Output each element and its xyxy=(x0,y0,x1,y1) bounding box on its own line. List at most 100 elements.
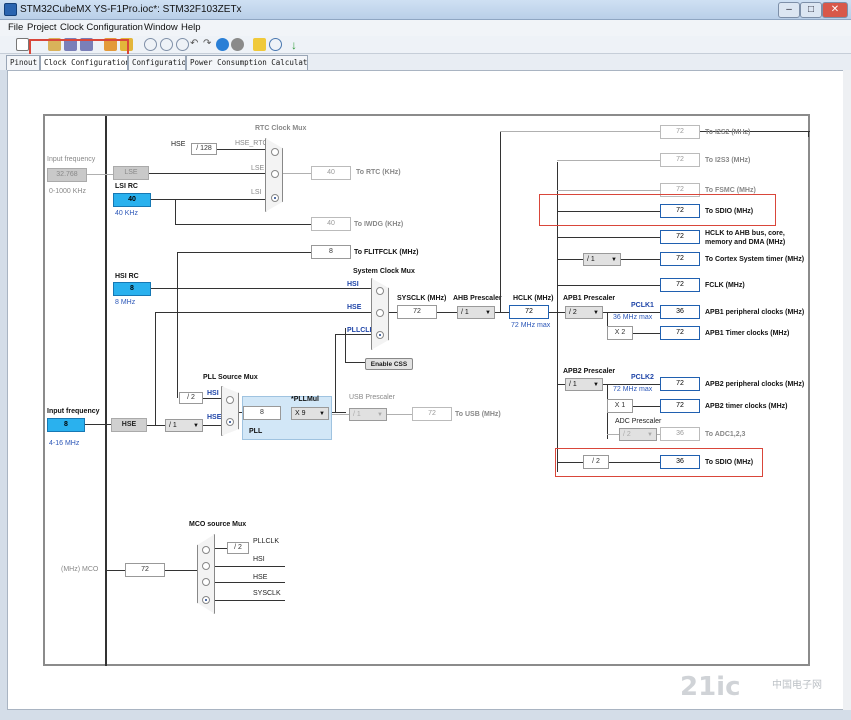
sys-mux-pllclk-label: PLLCLK xyxy=(347,327,375,334)
new-icon[interactable] xyxy=(16,38,29,51)
usb-prescaler-select[interactable]: / 1▼ xyxy=(349,408,387,421)
pll-multiplier-value: X 9 xyxy=(295,410,306,417)
lse-frequency-input[interactable]: 32.768 xyxy=(47,168,87,182)
clock-tree-diagram: Input frequency 32.768 0-1000 KHz LSE LS… xyxy=(43,114,810,666)
hclk-input[interactable]: 72 xyxy=(509,305,549,319)
apb2-timer-label: APB2 timer clocks (MHz) xyxy=(705,403,788,410)
reset-icon[interactable] xyxy=(216,38,229,51)
usb-prescaler-label: USB Prescaler xyxy=(349,394,395,401)
apb2-prescaler-value: / 1 xyxy=(569,381,577,388)
pclk2-label: PCLK2 xyxy=(631,374,654,381)
menu-window[interactable]: Window xyxy=(144,22,178,33)
sdio-line xyxy=(557,211,660,212)
lsi-box: 40 xyxy=(113,193,151,207)
rtc-mux-lsi-radio[interactable] xyxy=(271,194,279,202)
pll-hsi-divider: / 2 xyxy=(179,392,203,404)
fclk-output: 72 xyxy=(660,278,700,292)
pll-mux-hse-radio[interactable] xyxy=(226,418,234,426)
cortex-prescaler-select[interactable]: / 1▼ xyxy=(583,253,621,266)
rtc-mux-hse-radio[interactable] xyxy=(271,148,279,156)
zoom-fit-icon[interactable] xyxy=(176,38,189,51)
report-icon[interactable] xyxy=(120,38,133,51)
vertical-scrollbar[interactable] xyxy=(843,70,851,710)
tab-power-consumption[interactable]: Power Consumption Calculator xyxy=(186,55,308,70)
mco-hse-radio[interactable] xyxy=(202,578,210,586)
right-vline xyxy=(557,162,558,472)
tab-pinout[interactable]: Pinout xyxy=(6,55,40,70)
open-icon[interactable] xyxy=(48,38,61,51)
ahb-prescaler-select[interactable]: / 1▼ xyxy=(457,306,495,319)
generate-icon[interactable] xyxy=(104,38,117,51)
hclk-ahb-label-2: memory and DMA (MHz) xyxy=(705,239,786,246)
hse-in-line xyxy=(85,424,111,425)
hsi-line xyxy=(151,288,371,289)
menu-bar: File Project Clock Configuration Window … xyxy=(0,20,851,36)
tab-configuration[interactable]: Configuration xyxy=(128,55,186,70)
mco-div2: / 2 xyxy=(227,542,249,554)
sys-mux-hsi-radio[interactable] xyxy=(376,287,384,295)
chevron-down-icon: ▼ xyxy=(647,432,653,438)
title-bar: STM32CubeMX YS-F1Pro.ioc*: STM32F103ZETx… xyxy=(0,0,851,20)
pll-mux-hsi-radio[interactable] xyxy=(226,396,234,404)
menu-help[interactable]: Help xyxy=(181,22,201,33)
lsi-unit: 40 KHz xyxy=(115,210,138,217)
save-icon[interactable] xyxy=(64,38,77,51)
stop-icon[interactable] xyxy=(231,38,244,51)
tab-clock-configuration[interactable]: Clock Configuration xyxy=(40,55,128,70)
hse-prescaler-select[interactable]: / 1▼ xyxy=(165,419,203,432)
i2s3-output: 72 xyxy=(660,153,700,167)
adc-prescaler-label: ADC Prescaler xyxy=(615,418,662,425)
mco-pllclk-label: PLLCLK xyxy=(253,538,280,545)
css-line xyxy=(345,362,365,363)
adc-prescaler-select[interactable]: / 2 ▼ xyxy=(619,428,657,441)
lse-box: LSE xyxy=(113,166,149,180)
pll-multiplier-select[interactable]: X 9▼ xyxy=(291,407,329,420)
lse-line xyxy=(87,174,113,175)
pll-hsi-line xyxy=(203,398,221,399)
pll-hse-label: HSE xyxy=(207,414,222,421)
iwdg-output-label: To IWDG (KHz) xyxy=(354,221,404,228)
mco-pllclk-radio[interactable] xyxy=(202,546,210,554)
zoom-out-icon[interactable] xyxy=(160,38,173,51)
search-icon[interactable] xyxy=(269,38,282,51)
cortex-output: 72 xyxy=(660,252,700,266)
sysclk-value[interactable]: 72 xyxy=(397,305,437,319)
fsmc-line xyxy=(557,190,660,191)
apb1-peripheral-label: APB1 peripheral clocks (MHz) xyxy=(705,309,805,316)
mco-sysclk-radio[interactable] xyxy=(202,596,210,604)
hse-box: HSE xyxy=(111,418,147,432)
ahb-prescaler-label: AHB Prescaler xyxy=(453,295,502,302)
minimize-button[interactable]: – xyxy=(778,2,800,18)
maximize-button[interactable]: □ xyxy=(800,2,822,18)
menu-project[interactable]: Project xyxy=(27,22,57,33)
adc-prescaler-value: / 2 xyxy=(623,431,631,438)
system-clock-mux-label: System Clock Mux xyxy=(353,268,415,275)
sys-mux-hse-label: HSE xyxy=(347,304,362,311)
menu-file[interactable]: File xyxy=(8,22,24,33)
save-as-icon[interactable] xyxy=(80,38,93,51)
fclk-line xyxy=(557,285,660,286)
close-button[interactable]: ✕ xyxy=(822,2,848,18)
sys-mux-pllclk-radio[interactable] xyxy=(376,331,384,339)
undo-icon[interactable]: ↶ xyxy=(190,38,199,49)
rtc-mux-lse-radio[interactable] xyxy=(271,170,279,178)
pll-hsi-label: HSI xyxy=(207,390,219,397)
menu-clock-configuration[interactable]: Clock Configuration xyxy=(60,22,143,33)
enable-css-button[interactable]: Enable CSS xyxy=(365,358,413,370)
redo-icon[interactable]: ↷ xyxy=(203,38,212,49)
download-icon[interactable]: ↓ xyxy=(291,38,297,52)
help-icon[interactable] xyxy=(253,38,266,51)
css-vline xyxy=(345,328,346,362)
mco-hsi-radio[interactable] xyxy=(202,562,210,570)
apb2-prescaler-select[interactable]: / 1▼ xyxy=(565,378,603,391)
apb1-prescaler-select[interactable]: / 2▼ xyxy=(565,306,603,319)
sdio-label: To SDIO (MHz) xyxy=(705,208,754,215)
apb1-line xyxy=(557,312,660,313)
sys-mux-hse-radio[interactable] xyxy=(376,309,384,317)
apb1-timer-line xyxy=(633,333,660,334)
zoom-in-icon[interactable] xyxy=(144,38,157,51)
hse-frequency-input[interactable]: 8 xyxy=(47,418,85,432)
pllclk-vline xyxy=(335,334,336,412)
flitf-output-label: To FLITFCLK (MHz) xyxy=(354,249,419,256)
sdio-output: 72 xyxy=(660,204,700,218)
